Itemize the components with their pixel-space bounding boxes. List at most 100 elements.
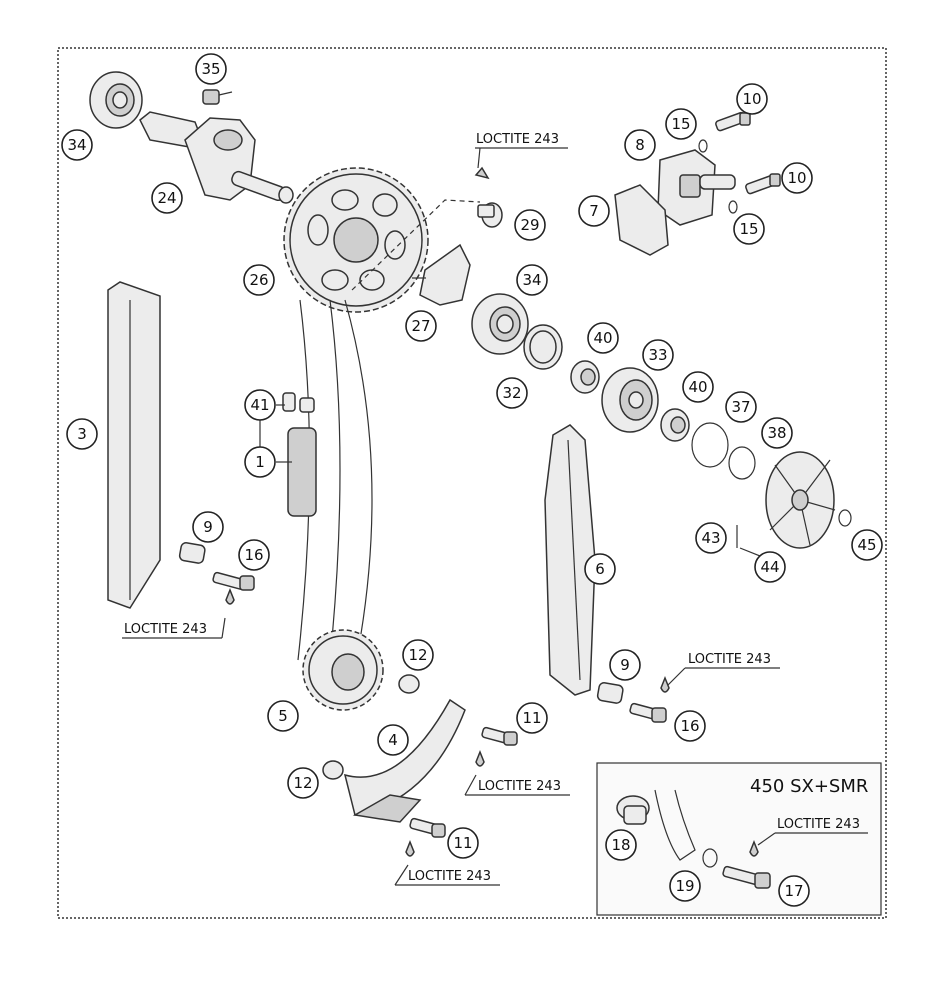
svg-text:19: 19	[675, 877, 694, 895]
callout-12-upper: 12	[402, 639, 434, 671]
svg-text:35: 35	[201, 60, 220, 78]
svg-text:26: 26	[249, 271, 268, 289]
callout-45: 45	[851, 529, 883, 561]
bolt-11-upper	[481, 726, 518, 746]
callout-41: 41	[244, 389, 276, 421]
callout-43: 43	[695, 522, 727, 554]
svg-text:37: 37	[731, 398, 750, 416]
pulley-33	[601, 367, 659, 433]
svg-text:40: 40	[593, 329, 612, 347]
bearing-34-center	[471, 293, 529, 355]
callout-15-upper: 15	[665, 108, 697, 140]
callout-9-left: 9	[192, 511, 224, 543]
callout-26: 26	[243, 264, 275, 296]
callout-34-top: 34	[61, 129, 93, 161]
svg-text:11: 11	[453, 834, 472, 852]
svg-text:32: 32	[502, 384, 521, 402]
callout-11-lower: 11	[447, 827, 479, 859]
callout-15-lower: 15	[733, 213, 765, 245]
crankshaft-sprocket-5	[302, 629, 384, 711]
alignment-line	[351, 199, 481, 291]
svg-text:16: 16	[244, 546, 263, 564]
camshaft-24	[139, 111, 294, 204]
callout-44: 44	[754, 551, 786, 583]
svg-text:10: 10	[787, 169, 806, 187]
svg-text:10: 10	[742, 90, 761, 108]
svg-text:44: 44	[760, 558, 779, 576]
camshaft-sprocket-26	[283, 167, 429, 313]
callout-10-upper: 10	[736, 83, 768, 115]
callout-4: 4	[377, 724, 409, 756]
svg-text:1: 1	[255, 453, 265, 471]
callout-3: 3	[66, 418, 98, 450]
loctite-label-1: LOCTITE 243	[476, 132, 559, 147]
inset-box	[596, 762, 882, 916]
callout-32: 32	[496, 377, 528, 409]
chain-tensioner-8	[657, 149, 736, 226]
loctite-drop-right	[660, 675, 670, 693]
callout-34-center: 34	[516, 264, 548, 296]
spring-35	[202, 89, 233, 105]
svg-text:9: 9	[620, 656, 630, 674]
callout-35: 35	[195, 53, 227, 85]
svg-text:3: 3	[77, 425, 87, 443]
callout-38: 38	[761, 417, 793, 449]
callout-16-right: 16	[674, 710, 706, 742]
loctite-label-4: LOCTITE 243	[478, 779, 561, 794]
callout-8: 8	[624, 129, 656, 161]
callout-29: 29	[514, 209, 546, 241]
loctite-drop-11-upper	[475, 749, 485, 767]
svg-text:17: 17	[784, 882, 803, 900]
bolt-10-upper	[715, 111, 751, 132]
gasket-7	[614, 184, 669, 256]
loctite-drop-left	[225, 587, 235, 605]
loctite-drop-11-lower	[405, 839, 415, 857]
washer-15-lower	[728, 200, 738, 214]
pin-12-upper	[398, 674, 420, 694]
callout-7: 7	[578, 195, 610, 227]
callout-9-right: 9	[609, 649, 641, 681]
diagram-frame	[57, 47, 887, 919]
loctite-drop-inset	[749, 839, 759, 857]
svg-text:4: 4	[388, 731, 398, 749]
svg-text:7: 7	[589, 202, 599, 220]
svg-text:34: 34	[67, 136, 86, 154]
water-pump-impeller-44	[765, 451, 836, 549]
svg-text:41: 41	[250, 396, 269, 414]
callout-17: 17	[778, 875, 810, 907]
bolt-11-lower	[409, 817, 446, 838]
sleeve-9-right	[596, 682, 624, 704]
tensioner-rail-6	[544, 424, 596, 696]
callout-11-upper: 11	[516, 702, 548, 734]
loctite-leader-lines	[122, 147, 868, 886]
svg-text:6: 6	[595, 560, 605, 578]
svg-text:5: 5	[278, 707, 288, 725]
inset-pin-18	[616, 795, 650, 825]
loctite-label-6: LOCTITE 243	[777, 817, 860, 832]
callout-group: 35 34 24 26 3 41 1 9 16 5 12 4 12 11 11 …	[61, 53, 883, 907]
pin-12-lower	[322, 760, 344, 780]
svg-text:33: 33	[648, 346, 667, 364]
decompressor-27	[412, 243, 471, 306]
callout-27: 27	[405, 310, 437, 342]
inset-bolt-17	[722, 865, 771, 889]
clip-45	[838, 509, 852, 527]
callout-6: 6	[584, 553, 616, 585]
svg-text:8: 8	[635, 136, 645, 154]
chain-link-41	[282, 392, 315, 413]
bearing-40-a	[570, 360, 600, 394]
svg-text:24: 24	[157, 189, 176, 207]
svg-text:9: 9	[203, 518, 213, 536]
callout-40-b: 40	[682, 371, 714, 403]
svg-text:12: 12	[408, 646, 427, 664]
chain-guide-3	[107, 281, 161, 609]
svg-text:18: 18	[611, 836, 630, 854]
svg-text:45: 45	[857, 536, 876, 554]
callout-1: 1	[244, 446, 276, 478]
bearing-40-b	[660, 408, 690, 442]
bolt-16-right	[629, 702, 667, 723]
svg-text:12: 12	[293, 774, 312, 792]
inset-rail	[654, 789, 696, 861]
callout-12-lower: 12	[287, 767, 319, 799]
